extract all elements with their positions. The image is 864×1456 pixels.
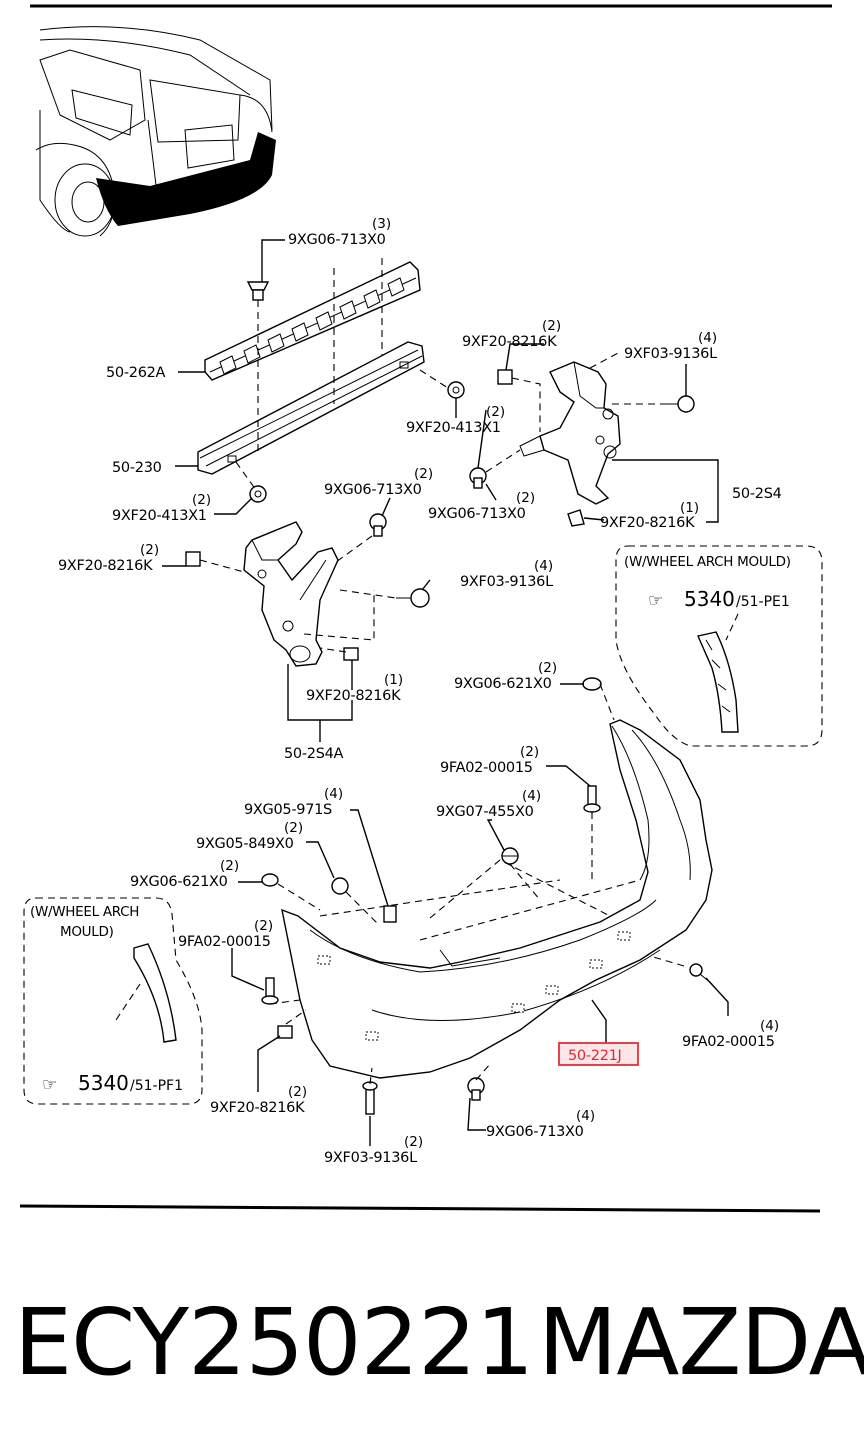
wheel-arch-mould-inset-right bbox=[615, 545, 823, 747]
label-screw-fa02-right: 9FA02-00015 bbox=[682, 1034, 775, 1050]
right-bumper-bracket bbox=[519, 361, 621, 505]
label-retainer-lmid: 9XG06-713X0 bbox=[324, 482, 422, 498]
label-qty-nut-left: (2) bbox=[192, 492, 211, 508]
label-qty-clip-621-right: (2) bbox=[538, 660, 557, 676]
label-qty-clip-bottom-left: (2) bbox=[288, 1084, 307, 1100]
screw-left-mid-icon bbox=[396, 588, 430, 608]
label-clip-bottom-left: 9XF20-8216K bbox=[210, 1100, 305, 1116]
clip-right-top-icon bbox=[497, 369, 513, 385]
pointing-hand-icon: ☞ bbox=[648, 591, 663, 611]
label-screw-fa02-left: 9FA02-00015 bbox=[178, 934, 271, 950]
inset-left-ref-sub[interactable]: /51-PF1 bbox=[130, 1078, 183, 1094]
label-qty-screw-fa02-center: (2) bbox=[520, 744, 539, 760]
label-clip-621-left: 9XG06-621X0 bbox=[130, 874, 228, 890]
label-clip-455: 9XG07-455X0 bbox=[436, 804, 534, 820]
wheel-arch-mould-inset-left bbox=[23, 897, 203, 1105]
screw-fa02-left-icon bbox=[261, 977, 279, 1005]
bottom-rule bbox=[19, 1204, 821, 1213]
retainer-right-mid-icon bbox=[469, 467, 487, 489]
inset-left-title-line2: MOULD) bbox=[60, 924, 114, 940]
label-qty-screw-lmid: (4) bbox=[534, 558, 553, 574]
part-labels: (3) 9XG06-713X0 50-262A 50-230 (2) 9XF20… bbox=[30, 216, 791, 1166]
label-qty-clip-971: (4) bbox=[324, 786, 343, 802]
part-number: ECY250221 bbox=[14, 1289, 534, 1396]
bumper-reinforcement bbox=[197, 341, 425, 475]
label-qty-screw-fa02-left: (2) bbox=[254, 918, 273, 934]
label-qty-clip-621-left: (2) bbox=[220, 858, 239, 874]
retainer-clip-top-icon bbox=[246, 281, 270, 301]
screw-right-top-icon bbox=[660, 395, 695, 413]
clip-621-right-icon bbox=[582, 677, 602, 691]
label-qty-retainer-rmid: (2) bbox=[516, 490, 535, 506]
label-qty-retainer-top: (3) bbox=[372, 216, 391, 232]
label-clip-rlow: 9XF20-8216K bbox=[600, 515, 695, 531]
label-qty-clip-rtop: (2) bbox=[542, 318, 561, 334]
clip-621-left-icon bbox=[261, 873, 279, 887]
label-retainer-top: 9XG06-713X0 bbox=[288, 232, 386, 248]
label-qty-screw-fa02-right: (4) bbox=[760, 1018, 779, 1034]
label-qty-clip-left: (2) bbox=[140, 542, 159, 558]
label-qty-clip-lbracket: (1) bbox=[384, 672, 403, 688]
label-clip-971: 9XG05-971S bbox=[244, 802, 332, 818]
pointing-hand-icon: ☞ bbox=[42, 1075, 57, 1095]
label-nut-left: 9XF20-413X1 bbox=[112, 508, 207, 524]
label-clip-849: 9XG05-849X0 bbox=[196, 836, 294, 852]
label-bumper[interactable]: 50-221J bbox=[568, 1048, 622, 1064]
label-bracket-left[interactable]: 50-2S4A bbox=[284, 746, 344, 762]
label-reinforcement[interactable]: 50-230 bbox=[112, 460, 162, 476]
inset-right-ref-main[interactable]: 5340 bbox=[684, 587, 735, 611]
nut-left-icon bbox=[249, 485, 267, 503]
vehicle-rear-illustration bbox=[35, 26, 276, 237]
clip-bottom-left-icon bbox=[277, 1025, 293, 1039]
label-bracket-right[interactable]: 50-2S4 bbox=[732, 486, 782, 502]
retainer-left-mid-icon bbox=[369, 513, 387, 537]
label-screw-bottom: 9XF03-9136L bbox=[324, 1150, 417, 1166]
retainer-bottom-icon bbox=[467, 1077, 485, 1101]
clip-right-low-icon bbox=[567, 509, 585, 527]
label-qty-screw-bottom: (2) bbox=[404, 1134, 423, 1150]
screw-fa02-center-icon bbox=[583, 785, 601, 813]
label-clip-rtop: 9XF20-8216K bbox=[462, 334, 557, 350]
label-retainer-bottom: 9XG06-713X0 bbox=[486, 1124, 584, 1140]
inset-right-ref-sub[interactable]: /51-PE1 bbox=[736, 594, 790, 610]
inset-right-title: (W/WHEEL ARCH MOULD) bbox=[624, 554, 791, 570]
clip-455-icon bbox=[501, 847, 519, 865]
label-nut-center: 9XF20-413X1 bbox=[406, 420, 501, 436]
highlight-box bbox=[558, 1042, 639, 1066]
label-clip-left: 9XF20-8216K bbox=[58, 558, 153, 574]
label-qty-screw-rtop: (4) bbox=[698, 330, 717, 346]
label-screw-rtop: 9XF03-9136L bbox=[624, 346, 717, 362]
brand-name: MAZDA bbox=[538, 1289, 864, 1396]
nut-center-icon bbox=[447, 381, 465, 399]
clip-left-icon bbox=[185, 551, 201, 567]
label-screw-lmid: 9XF03-9136L bbox=[460, 574, 553, 590]
left-bumper-bracket bbox=[243, 521, 339, 667]
label-screw-fa02-center: 9FA02-00015 bbox=[440, 760, 533, 776]
inset-left-ref-main[interactable]: 5340 bbox=[78, 1071, 129, 1095]
label-clip-621-right: 9XG06-621X0 bbox=[454, 676, 552, 692]
screw-bottom-icon bbox=[362, 1081, 378, 1115]
label-qty-clip-849: (2) bbox=[284, 820, 303, 836]
footer-caption: ECY250221 MAZDA bbox=[0, 1278, 864, 1408]
clip-849-icon bbox=[331, 877, 349, 895]
label-qty-retainer-lmid: (2) bbox=[414, 466, 433, 482]
label-qty-clip-455: (4) bbox=[522, 788, 541, 804]
clip-left-bracket-icon bbox=[343, 647, 359, 661]
label-qty-clip-rlow: (1) bbox=[680, 500, 699, 516]
label-retainer-rmid: 9XG06-713X0 bbox=[428, 506, 526, 522]
inset-left-title-line1: (W/WHEEL ARCH bbox=[30, 904, 139, 920]
label-absorber[interactable]: 50-262A bbox=[106, 365, 166, 381]
rear-bumper-cover bbox=[281, 719, 713, 1079]
label-qty-nut-center: (2) bbox=[486, 404, 505, 420]
label-qty-retainer-bottom: (4) bbox=[576, 1108, 595, 1124]
clip-971-icon bbox=[383, 905, 397, 923]
label-clip-lbracket: 9XF20-8216K bbox=[306, 688, 401, 704]
